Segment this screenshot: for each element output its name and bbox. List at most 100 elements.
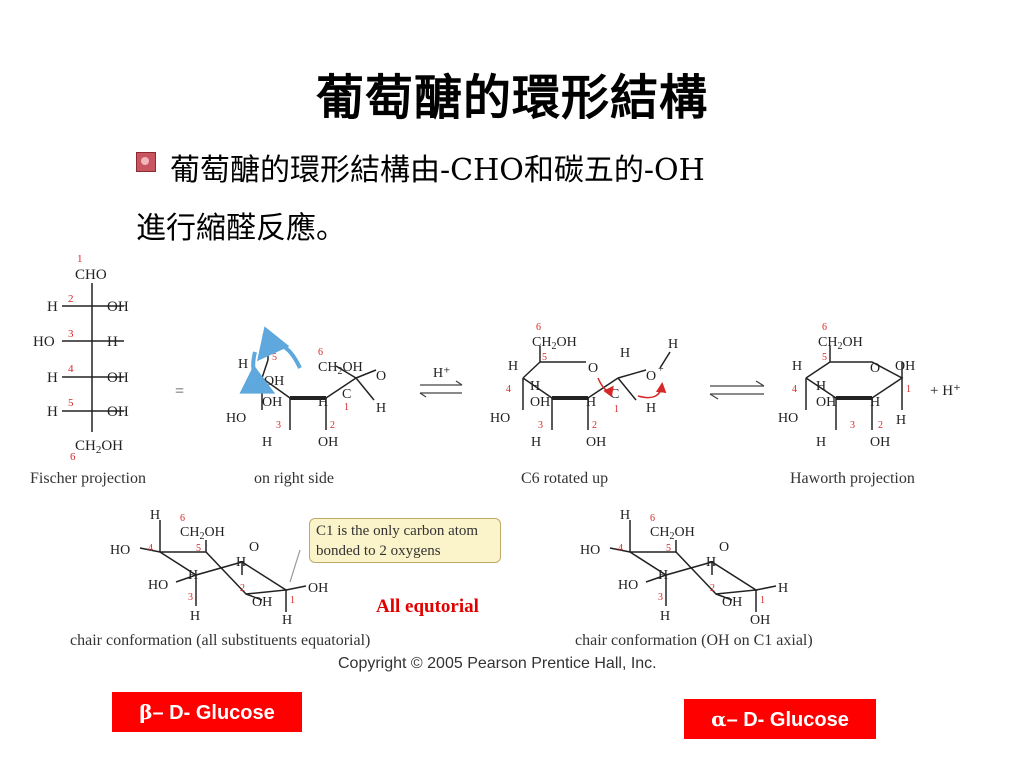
svg-text:6: 6 (318, 347, 323, 358)
svg-text:H: H (660, 609, 670, 624)
svg-text:1: 1 (77, 253, 83, 265)
svg-text:3: 3 (188, 592, 193, 603)
svg-text:3: 3 (276, 420, 281, 431)
beta-chair-label: chair conformation (all substituents equ… (70, 632, 371, 649)
svg-text:HO: HO (110, 543, 130, 558)
svg-text:O: O (870, 361, 880, 376)
callout-line-2: bonded to 2 oxygens (316, 543, 441, 559)
svg-text:HO: HO (580, 543, 600, 558)
svg-text:H: H (658, 568, 668, 583)
svg-text:5: 5 (542, 352, 547, 363)
svg-text:4: 4 (618, 543, 623, 554)
beta-chair-conformation: H CH2OH HO O H H HO OH OH H H 65 43 21 (110, 508, 328, 628)
svg-text:H: H (620, 508, 630, 523)
svg-text:O: O (249, 540, 259, 555)
svg-text:OH: OH (870, 435, 890, 450)
svg-text:OH: OH (252, 595, 272, 610)
svg-text:CH2OH: CH2OH (180, 525, 225, 542)
copyright-notice: Copyright © 2005 Pearson Prentice Hall, … (338, 655, 657, 672)
svg-text:H: H (188, 568, 198, 583)
bullet-text-line-1: 葡萄醣的環形結構由-CHO和碳五的-OH (170, 153, 705, 188)
equilibrium-arrows (709, 380, 765, 400)
svg-text:2: 2 (240, 583, 245, 594)
svg-text:4: 4 (506, 384, 511, 395)
svg-text:H: H (896, 413, 906, 428)
svg-text:HO: HO (226, 411, 246, 426)
svg-text:HO: HO (148, 578, 168, 593)
svg-text:HO: HO (33, 334, 55, 350)
svg-text:C: C (342, 387, 351, 402)
all-equatorial-note: All equtorial (376, 596, 479, 617)
svg-text:OH: OH (107, 404, 129, 420)
svg-text:H: H (706, 555, 716, 570)
svg-text:H: H (318, 395, 328, 410)
acid-catalyst-label: H⁺ (433, 366, 451, 381)
equilibrium-arrows-acid (419, 380, 463, 398)
svg-text:HO: HO (490, 411, 510, 426)
equals-sign: = (175, 383, 184, 400)
svg-text:1: 1 (906, 384, 911, 395)
c1-callout: C1 is the only carbon atom bonded to 2 o… (309, 518, 501, 563)
svg-text:H: H (792, 359, 802, 374)
svg-text:CHO: CHO (75, 267, 107, 283)
svg-text:H: H (150, 508, 160, 523)
svg-text:H: H (620, 346, 630, 361)
svg-text:3: 3 (658, 592, 663, 603)
svg-text:H: H (816, 379, 826, 394)
right-side-label: on right side (254, 470, 334, 487)
svg-text:CH2OH: CH2OH (818, 335, 863, 352)
svg-text:6: 6 (822, 322, 827, 333)
svg-text:H: H (47, 404, 58, 420)
svg-text:OH: OH (816, 395, 836, 410)
alpha-tag-text: – D- Glucose (726, 709, 849, 731)
svg-text:OH: OH (107, 299, 129, 315)
svg-text:2: 2 (330, 420, 335, 431)
svg-text:OH: OH (264, 374, 284, 389)
svg-text:2: 2 (878, 420, 883, 431)
svg-text:2: 2 (68, 293, 74, 305)
svg-text:CH2OH: CH2OH (318, 360, 363, 377)
plus-proton-label: + H⁺ (930, 383, 961, 399)
svg-text:OH: OH (750, 613, 770, 628)
svg-text:2: 2 (710, 583, 715, 594)
svg-text:OH: OH (107, 370, 129, 386)
svg-text:H: H (47, 370, 58, 386)
svg-text:1: 1 (760, 595, 765, 606)
svg-text:5: 5 (272, 352, 277, 363)
c6-rotated-structure: CH2OH H OH H OH HO H H OH C O+ H H 65 43… (490, 322, 678, 450)
svg-text:6: 6 (180, 513, 185, 524)
svg-text:CH2OH: CH2OH (532, 335, 577, 352)
svg-text:OH: OH (262, 395, 282, 410)
svg-text:H: H (107, 334, 118, 350)
svg-text:4: 4 (148, 543, 153, 554)
svg-text:C: C (610, 387, 619, 402)
beta-symbol: β (139, 700, 153, 724)
svg-text:HO: HO (778, 411, 798, 426)
svg-text:HO: HO (618, 578, 638, 593)
svg-text:4: 4 (68, 363, 74, 375)
svg-text:5: 5 (68, 397, 74, 409)
svg-text:H: H (870, 395, 880, 410)
fischer-projection-label: Fischer projection (30, 470, 146, 487)
alpha-glucose-tag: α– D- Glucose (684, 699, 876, 739)
beta-tag-text: – D- Glucose (152, 702, 275, 724)
svg-text:H: H (236, 555, 246, 570)
bullet-icon (136, 152, 156, 172)
alpha-chair-label: chair conformation (OH on C1 axial) (575, 632, 813, 649)
svg-text:O: O (719, 540, 729, 555)
svg-text:3: 3 (850, 420, 855, 431)
svg-text:OH: OH (586, 435, 606, 450)
alpha-chair-conformation: H CH2OH HO O H H HO H OH H OH 65 43 21 (580, 508, 788, 628)
svg-text:3: 3 (68, 328, 74, 340)
svg-text:H: H (262, 435, 272, 450)
svg-text:H: H (530, 379, 540, 394)
svg-text:OH: OH (722, 595, 742, 610)
beta-glucose-tag: β– D- Glucose (112, 692, 302, 732)
alpha-symbol: α (711, 707, 727, 731)
svg-text:H: H (47, 299, 58, 315)
svg-text:5: 5 (822, 352, 827, 363)
svg-text:CH2OH: CH2OH (75, 438, 123, 456)
